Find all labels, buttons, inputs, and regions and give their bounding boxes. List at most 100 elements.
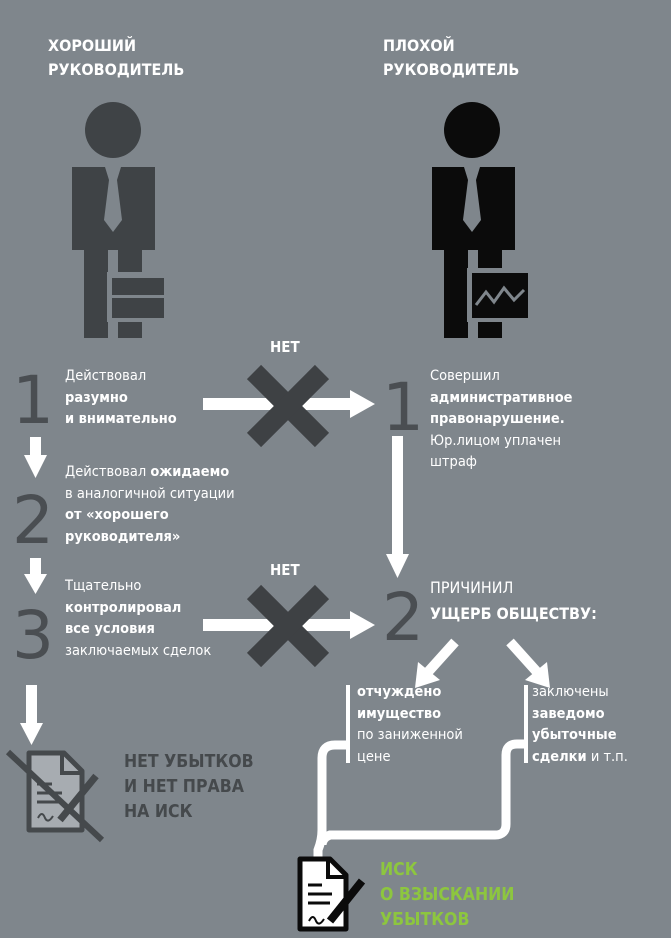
text: и т.п. — [586, 748, 628, 765]
text-line: и внимательно — [65, 409, 177, 431]
text-line: заведомо — [532, 704, 628, 726]
text-line: все условия — [65, 619, 211, 641]
text-line: контролировал — [65, 598, 211, 620]
text: ПРИЧИНИЛ — [430, 578, 514, 597]
text-line: отчуждено — [357, 682, 463, 704]
text: в аналогичной ситуации — [65, 485, 235, 502]
outcome-line: ИСК — [380, 860, 418, 880]
briefcase-chart-icon — [467, 268, 531, 322]
text-line: Юр.лицом уплачен — [430, 431, 573, 453]
text: Юр.лицом уплачен — [430, 432, 562, 449]
bad-manager-header: ПЛОХОЙ РУКОВОДИТЕЛЬ — [383, 34, 519, 82]
damage-item-property: отчуждено имущество по заниженной цене — [357, 682, 463, 768]
bad-step-2-text: ПРИЧИНИЛ УЩЕРБ ОБЩЕСТВУ: — [430, 575, 597, 627]
bold-text: имущество — [357, 705, 442, 722]
outcome-line: НЕТ УБЫТКОВ — [124, 752, 254, 772]
bold-text: отчуждено — [357, 684, 442, 700]
arrow-down-icon — [24, 437, 47, 478]
damage-item-deals: заключены заведомо убыточные сделки и т.п. — [532, 682, 628, 768]
outcome-line: О ВЗЫСКАНИИ — [380, 885, 515, 905]
good-step-1-text: Действовал разумно и внимательно — [65, 366, 177, 431]
merge-path — [317, 739, 526, 846]
cross-icon — [246, 364, 330, 448]
no-damages-text: НЕТ УБЫТКОВ И НЕТ ПРАВА НА ИСК — [124, 750, 254, 825]
header-line: ХОРОШИЙ — [48, 36, 136, 55]
text-line: Действовал ожидаемо — [65, 462, 235, 484]
bad-step-number: 1 — [382, 369, 424, 446]
outcome-line: И НЕТ ПРАВА — [124, 777, 244, 797]
text: цене — [357, 748, 391, 765]
outcome-line: УБЫТКОВ — [380, 910, 470, 930]
bad-manager-figure-icon — [432, 102, 531, 338]
text: заключены — [532, 684, 609, 700]
text-line: убыточные — [532, 725, 628, 747]
bold-text: убыточные — [532, 727, 617, 743]
text-line: руководителя» — [65, 527, 235, 549]
lawsuit-document-icon — [297, 856, 366, 932]
bold-text: руководителя» — [65, 528, 181, 545]
text-line: по заниженной — [357, 725, 463, 747]
text-line: Тщательно — [65, 576, 211, 598]
text: заключаемых сделок — [65, 642, 212, 659]
text-line: ПРИЧИНИЛ — [430, 575, 597, 601]
good-manager-figure-icon — [72, 102, 167, 338]
bold-text: разумно — [65, 389, 128, 406]
text: штраф — [430, 454, 477, 470]
text-line: заключаемых сделок — [65, 641, 211, 663]
text: Тщательно — [65, 578, 142, 594]
bad-step-1-text: Совершил административное правонарушение. Ю… — [430, 366, 573, 474]
header-line: РУКОВОДИТЕЛЬ — [48, 60, 185, 79]
lawsuit-text: ИСК О ВЗЫСКАНИИ УБЫТКОВ — [380, 858, 515, 933]
text-line: правонарушение. — [430, 409, 573, 431]
no-label: НЕТ — [270, 338, 300, 356]
text-line: сделки и т.п. — [532, 747, 628, 769]
bracket-bar — [346, 685, 350, 763]
text: Действовал — [65, 464, 151, 480]
text-line: от «хорошего — [65, 505, 235, 527]
text-line: Совершил — [430, 366, 573, 388]
good-step-3-text: Тщательно контролировал все условия заключа… — [65, 576, 211, 662]
bad-step-number: 2 — [382, 579, 424, 656]
text-line: цене — [357, 747, 463, 769]
arrow-down-right-icon — [525, 662, 550, 688]
text: Совершил — [430, 368, 500, 384]
text-line: имущество — [357, 704, 463, 726]
arrow-down-left-icon — [415, 662, 440, 688]
bold-text: административное — [430, 389, 573, 406]
bold-text: УЩЕРБ ОБЩЕСТВУ: — [430, 604, 597, 623]
diagonal-arrows — [424, 638, 541, 676]
bold-text: контролировал — [65, 599, 182, 616]
briefcase-icon — [107, 272, 167, 322]
bold-text: от «хорошего — [65, 507, 169, 523]
text-line: штраф — [430, 452, 573, 474]
bold-text: сделки — [532, 748, 587, 765]
outcome-line: НА ИСК — [124, 802, 193, 822]
text-line: разумно — [65, 388, 177, 410]
text: Действовал — [65, 368, 147, 384]
bold-text: все условия — [65, 621, 155, 637]
text-line: административное — [430, 388, 573, 410]
bold-text: и внимательно — [65, 411, 177, 427]
text-line: Действовал — [65, 366, 177, 388]
text-line: в аналогичной ситуации — [65, 484, 235, 506]
good-step-number: 2 — [12, 482, 54, 559]
header-line: РУКОВОДИТЕЛЬ — [383, 60, 520, 79]
bracket-bar — [524, 685, 528, 763]
bold-text: ожидаемо — [150, 464, 230, 480]
no-label: НЕТ — [270, 561, 300, 579]
good-step-number: 3 — [12, 597, 54, 674]
text-line: заключены — [532, 682, 628, 704]
text: по заниженной — [357, 727, 463, 743]
bold-text: заведомо — [532, 705, 605, 722]
arrow-down-icon — [20, 685, 43, 745]
header-line: ПЛОХОЙ — [383, 36, 455, 55]
good-manager-header: ХОРОШИЙ РУКОВОДИТЕЛЬ — [48, 34, 184, 82]
good-step-number: 1 — [12, 362, 54, 439]
text-line: УЩЕРБ ОБЩЕСТВУ: — [430, 601, 597, 627]
bold-text: правонарушение. — [430, 411, 565, 427]
cross-icon — [246, 584, 330, 668]
crossed-document-icon — [5, 749, 105, 843]
arrow-down-icon — [386, 436, 409, 578]
